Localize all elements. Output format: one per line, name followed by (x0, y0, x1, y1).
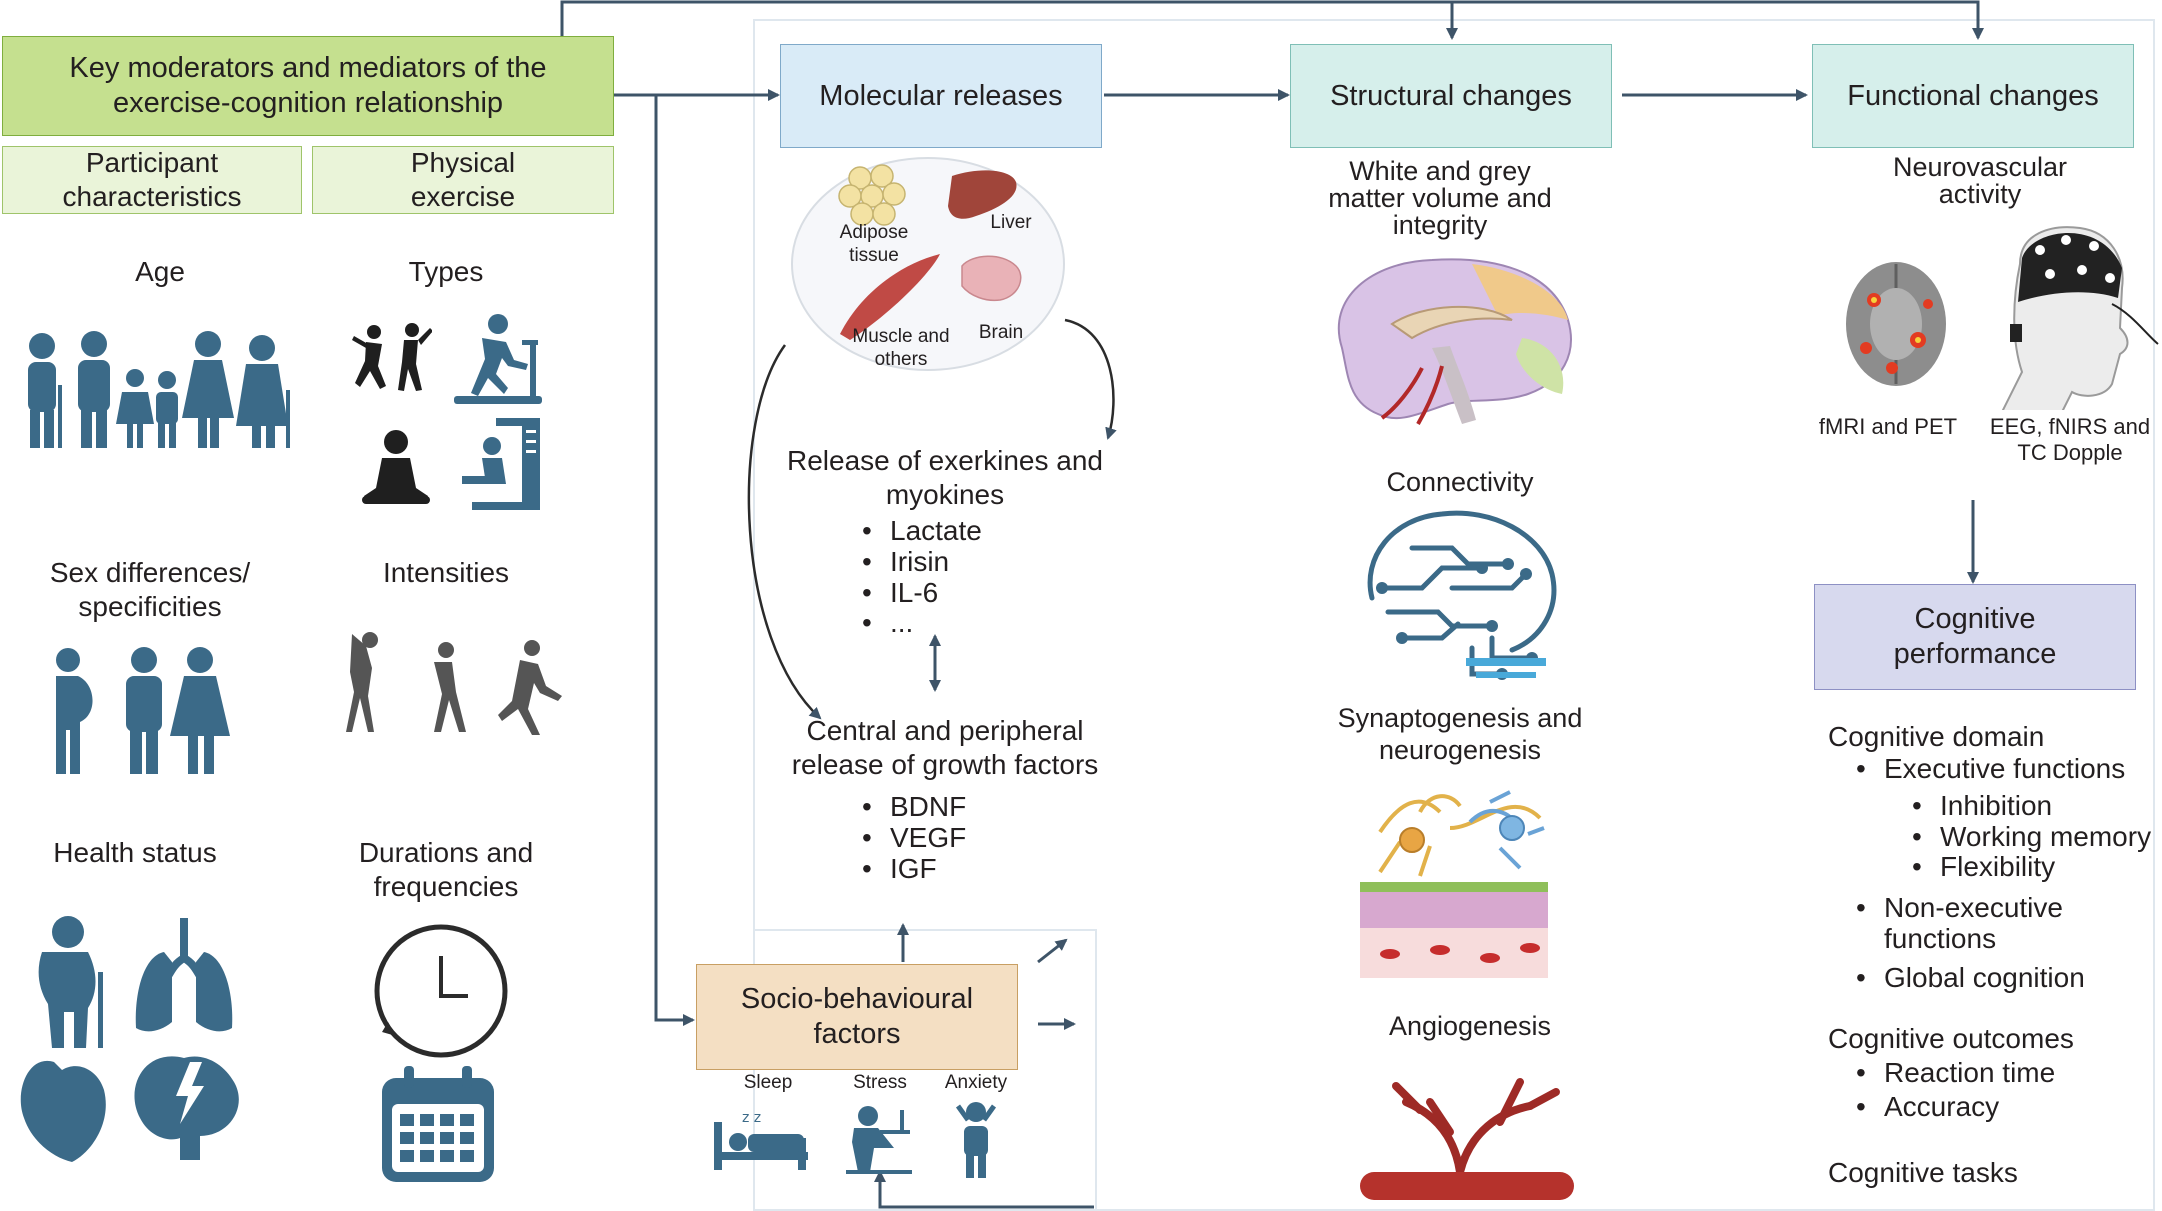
executive-functions-item: Executive functions Inhibition Working m… (1856, 753, 2156, 883)
structural-changes-box: Structural changes (1290, 44, 1612, 148)
growth-factor-item: VEGF (862, 822, 966, 854)
fmri-label: fMRI and PET (1818, 414, 1958, 439)
physical-exercise-header: Physical exercise (312, 146, 614, 214)
stress-icon (846, 1106, 912, 1174)
neurovascular-label: Neurovascular activity (1892, 152, 2068, 209)
intensities-label: Intensities (382, 557, 510, 588)
exerkines-title: Release of exerkines and myokines (787, 445, 1103, 510)
cognitive-domain-list: Executive functions Inhibition Working m… (1856, 753, 2156, 994)
health-status-label: Health status (53, 837, 217, 868)
sex-differences-icon (56, 647, 230, 774)
functional-changes-box: Functional changes (1812, 44, 2134, 148)
exerkines-list: Lactate Irisin IL-6 ... (862, 515, 982, 639)
inhibition-item: Inhibition (1912, 790, 2156, 822)
socio-behavioural-box: Socio-behavioural factors (696, 964, 1018, 1070)
sleep-icon: z z (714, 1110, 808, 1170)
liver-label: Liver (990, 212, 1032, 233)
stress-label: Stress (853, 1072, 907, 1093)
family-icon (28, 331, 290, 448)
participant-characteristics-header: Participant characteristics (2, 146, 302, 214)
arrow-to-socio (654, 95, 695, 1026)
adipose-label: Adipose tissue (839, 222, 909, 266)
feedback-arrow (874, 1170, 1094, 1209)
connectivity-brain-icon (1367, 510, 1557, 680)
reaction-time-item: Reaction time (1856, 1056, 2055, 1090)
cognitive-performance-box: Cognitive performance (1814, 584, 2136, 690)
executive-sublist: Inhibition Working memory Flexibility (1884, 790, 2156, 883)
executive-functions-text: Executive functions (1884, 753, 2126, 784)
volume-label: White and grey matter volume and integri… (1328, 156, 1552, 240)
meditation-icon (362, 430, 430, 504)
dance-icon (352, 323, 432, 391)
cognitive-domain-label: Cognitive domain (1828, 721, 2045, 752)
brain-label: Brain (978, 322, 1024, 343)
health-icons (20, 916, 239, 1162)
treadmill-icon (454, 314, 542, 404)
global-cognition-item: Global cognition (1856, 962, 2156, 994)
exerkine-item: Irisin (862, 546, 982, 578)
organs-circle (791, 157, 1065, 371)
growth-factors-title: Central and peripheral release of growth… (791, 715, 1099, 780)
eeg-head-image (2001, 226, 2159, 410)
types-label: Types (408, 256, 484, 287)
cognitive-outcomes-label: Cognitive outcomes (1828, 1023, 2074, 1054)
non-executive-item: Non-executive functions (1856, 892, 2084, 955)
angiogenesis-label: Angiogenesis (1388, 1011, 1552, 1041)
calendar-icon (382, 1066, 494, 1182)
svg-text:z z: z z (742, 1110, 761, 1126)
exerkine-item: Lactate (862, 515, 982, 547)
flexibility-item: Flexibility (1912, 852, 2156, 883)
muscle-label: Muscle and others (852, 326, 950, 370)
durations-label: Durations and frequencies (358, 837, 534, 902)
growth-factor-item: IGF (862, 853, 966, 885)
top-connector (560, 0, 1984, 40)
intensity-icons (346, 632, 562, 735)
exerkine-item: IL-6 (862, 577, 982, 609)
growth-factors-list: BDNF VEGF IGF (862, 791, 966, 885)
accuracy-item: Accuracy (1856, 1090, 2055, 1124)
connectivity-label: Connectivity (1386, 467, 1534, 497)
working-memory-item: Working memory (1912, 821, 2156, 853)
cognitive-outcomes-list: Reaction time Accuracy (1856, 1056, 2055, 1123)
anxiety-label: Anxiety (944, 1072, 1008, 1093)
clock-icon (374, 924, 508, 1058)
sleep-label: Sleep (743, 1072, 793, 1093)
cognitive-tasks-label: Cognitive tasks (1828, 1157, 2018, 1188)
brain-section-image (1337, 258, 1572, 425)
neuron-tissue-image (1360, 790, 1548, 978)
anxiety-icon (955, 1102, 997, 1178)
exerkine-item: ... (862, 608, 982, 639)
age-label: Age (135, 256, 185, 287)
sex-label: Sex differences/ specificities (49, 557, 251, 622)
blood-vessel-image (1360, 1078, 1574, 1200)
eeg-label: EEG, fNIRS and TC Dopple (1989, 414, 2151, 466)
growth-factor-item: BDNF (862, 791, 966, 823)
moderators-title: Key moderators and mediators of the exer… (2, 36, 614, 136)
synaptogenesis-label: Synaptogenesis and neurogenesis (1337, 703, 1583, 766)
molecular-releases-box: Molecular releases (780, 44, 1102, 148)
fmri-scan-image (1846, 262, 1946, 386)
strength-machine-icon (462, 418, 540, 510)
